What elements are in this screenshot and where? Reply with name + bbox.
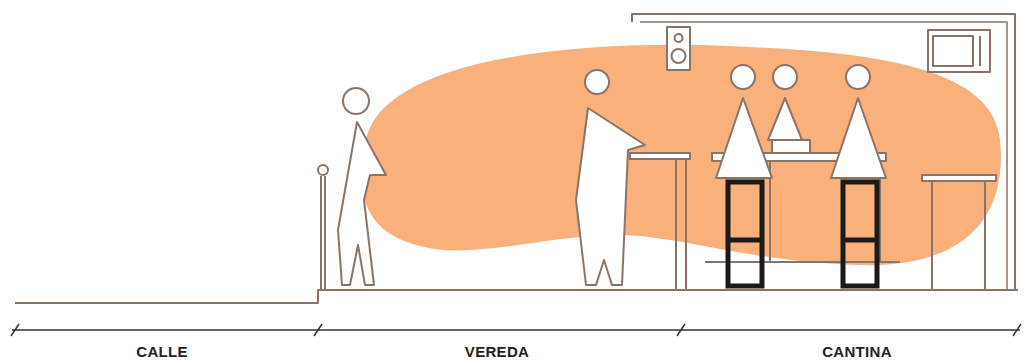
zone-label: CALLE (136, 343, 188, 360)
zone-label: CANTINA (822, 343, 892, 360)
zone-label: VEREDA (465, 343, 529, 360)
